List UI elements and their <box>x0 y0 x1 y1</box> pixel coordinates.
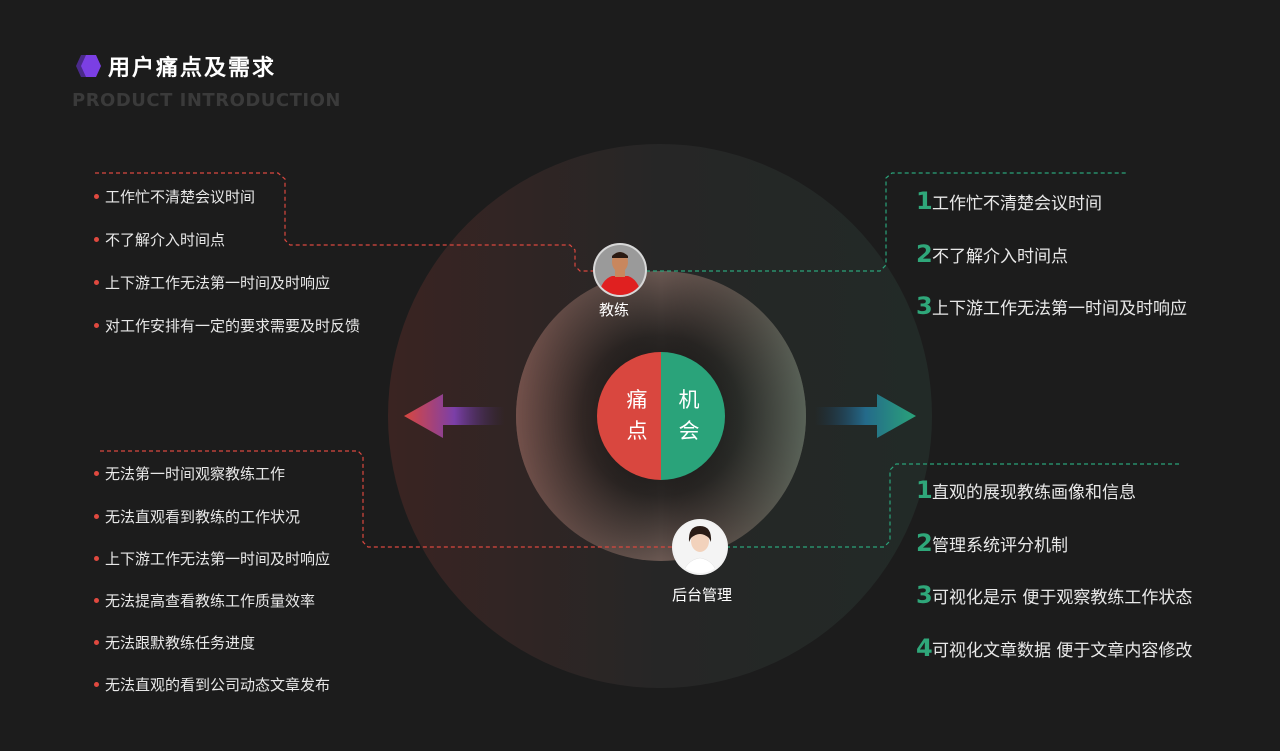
bullet-dot <box>94 514 99 519</box>
pain-char-1: 痛 <box>626 388 648 412</box>
list-item: 无法提高查看教练工作质量效率 <box>94 590 315 611</box>
bullet-dot <box>94 682 99 687</box>
list-item: 无法第一时间观察教练工作 <box>94 463 285 484</box>
list-item: 上下游工作无法第一时间及时响应 <box>94 272 330 293</box>
bullet-dot <box>94 471 99 476</box>
bullet-dot <box>94 237 99 242</box>
bullet-dot <box>94 598 99 603</box>
page-title: 用户痛点及需求 <box>108 56 277 81</box>
coach-pain-connector <box>95 172 596 272</box>
list-item: 上下游工作无法第一时间及时响应 <box>94 548 330 569</box>
list-item: 对工作安排有一定的要求需要及时反馈 <box>94 315 360 336</box>
opportunity-label: 机 会 <box>674 385 704 447</box>
list-item: 工作忙不清楚会议时间 <box>94 186 255 207</box>
header: 用户痛点及需求 PRODUCT INTRODUCTION <box>72 50 341 111</box>
admin-label: 后台管理 <box>671 586 733 604</box>
page-subtitle: PRODUCT INTRODUCTION <box>72 90 341 111</box>
left-arrow <box>404 394 505 438</box>
hexagon-icon <box>76 55 101 77</box>
coach-label: 教练 <box>598 301 630 319</box>
coach-avatar-icon <box>593 243 647 297</box>
bullet-dot <box>94 194 99 199</box>
opportunity-char-2: 会 <box>678 419 700 443</box>
admin-avatar-icon <box>672 519 728 575</box>
admin-pain-connector <box>100 450 674 548</box>
list-item: 无法跟默教练任务进度 <box>94 632 255 653</box>
pain-label: 痛 点 <box>622 385 652 447</box>
right-arrow <box>815 394 916 438</box>
bullet-dot <box>94 280 99 285</box>
pain-char-2: 点 <box>626 419 648 443</box>
opportunity-char-1: 机 <box>678 388 700 412</box>
opportunity-half-disc <box>661 352 725 480</box>
list-item: 无法直观看到教练的工作状况 <box>94 506 300 527</box>
title-row: 用户痛点及需求 <box>72 50 341 82</box>
pain-half-disc <box>597 352 661 480</box>
list-item: 不了解介入时间点 <box>94 229 225 250</box>
bullet-dot <box>94 640 99 645</box>
bullet-dot <box>94 556 99 561</box>
list-item: 无法直观的看到公司动态文章发布 <box>94 674 330 695</box>
bullet-dot <box>94 323 99 328</box>
